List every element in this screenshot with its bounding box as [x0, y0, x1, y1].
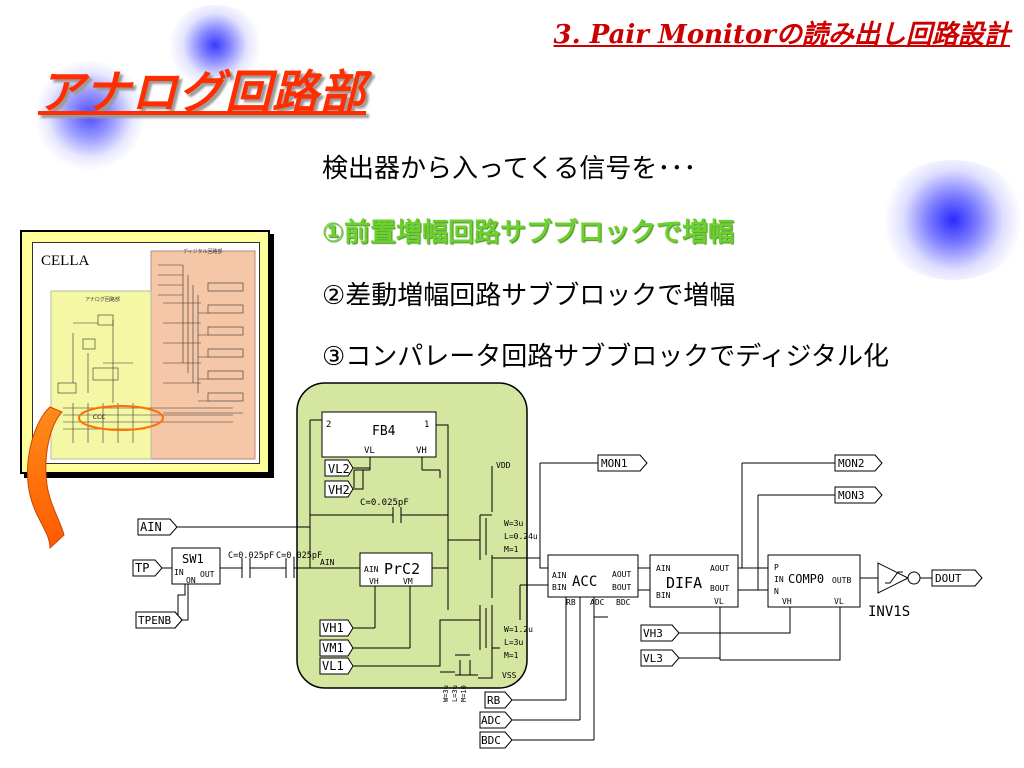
- cap-in1-label: C=0.025pF: [228, 551, 274, 561]
- nmos-m: M=1: [504, 651, 519, 660]
- inv1s-label: INV1S: [868, 604, 910, 620]
- small-l: L=3u: [451, 685, 459, 702]
- pmos-w: W=3u: [504, 519, 523, 528]
- sw1-in: IN: [174, 568, 184, 577]
- zoom-arrow-icon: [27, 406, 65, 550]
- vss-label: VSS: [502, 671, 517, 680]
- port-mon3: MON3: [838, 489, 865, 502]
- port-mon1: MON1: [601, 457, 628, 470]
- sw1-block: [171, 547, 221, 585]
- port-tpenb: TPENB: [138, 614, 171, 627]
- sw1-on: ON: [186, 576, 196, 585]
- cap-in2-label: C=0.025pF: [276, 551, 322, 561]
- acc-block: [547, 554, 639, 598]
- bullet-diffamp: ②差動増幅回路サブブロックで増幅: [322, 281, 736, 311]
- acc-rb: RB: [566, 598, 576, 607]
- section-header: 3. Pair Monitorの読み出し回路設計: [553, 20, 1010, 50]
- difa-block: [649, 554, 739, 608]
- cap-fb-label: C=0.025pF: [360, 498, 409, 508]
- port-tp: TP: [135, 561, 149, 575]
- prc2-ain: AIN: [364, 565, 379, 574]
- cella-label: CELLA: [41, 253, 90, 269]
- port-vh3: VH3: [643, 627, 663, 640]
- port-vl2: VL2: [328, 462, 350, 476]
- comp0-outb: OUTB: [832, 576, 851, 585]
- port-vl3: VL3: [643, 652, 663, 665]
- port-rb: RB: [487, 694, 501, 707]
- fb4-vl: VL: [364, 446, 375, 456]
- comp0-in: IN: [774, 575, 784, 584]
- comp0-p: P: [774, 563, 779, 572]
- difa-vl: VL: [714, 597, 724, 606]
- port-ain: AIN: [140, 520, 162, 534]
- port-dout: DOUT: [935, 572, 962, 585]
- difa-label: DIFA: [666, 574, 702, 592]
- acc-bout: BOUT: [612, 583, 631, 592]
- difa-ain: AIN: [656, 564, 671, 573]
- bullet-preamp: ①前置増幅回路サブブロックで増幅: [322, 218, 735, 248]
- chip-layout-drawing: ディジタル回路部 アナログ回路部 CCC: [50, 248, 256, 460]
- highlight-ellipse: [78, 405, 164, 431]
- comp0-block: [767, 554, 861, 608]
- bullet-comparator: ③コンパレータ回路サブブロックでディジタル化: [322, 342, 889, 372]
- difa-bout: BOUT: [710, 584, 729, 593]
- nmos-w: W=1.2u: [504, 625, 533, 634]
- small-w: W=3u: [442, 685, 450, 702]
- digital-title: ディジタル回路部: [183, 248, 223, 255]
- vdd-label: VDD: [496, 461, 511, 470]
- port-vl1: VL1: [322, 659, 344, 673]
- preamp-panel: [296, 382, 528, 689]
- acc-adc: ADC: [590, 598, 605, 607]
- port-bdc: BDC: [481, 734, 501, 747]
- port-mon2: MON2: [838, 457, 865, 470]
- comp0-label: COMP0: [788, 572, 824, 586]
- fb4-pin-1: 1: [424, 420, 429, 430]
- port-vm1: VM1: [322, 641, 344, 655]
- chip-layout-thumbnail: ディジタル回路部 アナログ回路部 CCC CELLA: [20, 230, 270, 474]
- slide-title: アナログ回路部: [38, 65, 367, 119]
- pmos-l: L=0.24u: [504, 532, 538, 541]
- acc-aout: AOUT: [612, 570, 631, 579]
- comp0-vh: VH: [782, 597, 792, 606]
- sw1-out: OUT: [200, 570, 215, 579]
- acc-ain: AIN: [552, 571, 567, 580]
- fb4-vh: VH: [416, 446, 427, 456]
- comp0-n: N: [774, 587, 779, 596]
- port-vh2: VH2: [328, 483, 350, 497]
- prc2-block: [359, 552, 433, 587]
- small-m: M=10: [460, 685, 468, 702]
- prc2-vh: VH: [369, 577, 379, 586]
- acc-bdc: BDC: [616, 598, 631, 607]
- nmos-l: L=3u: [504, 638, 523, 647]
- port-vh1: VH1: [322, 621, 344, 635]
- chip-layout-image: ディジタル回路部 アナログ回路部 CCC CELLA: [32, 242, 260, 464]
- fb4-block: [321, 411, 437, 458]
- acc-bin: BIN: [552, 583, 567, 592]
- intro-text: 検出器から入ってくる信号を･･･: [322, 154, 697, 184]
- acc-label: ACC: [572, 574, 597, 590]
- difa-bin: BIN: [656, 591, 671, 600]
- difa-aout: AOUT: [710, 564, 729, 573]
- ain-net-label: AIN: [320, 558, 335, 567]
- fb4-pin-2: 2: [326, 420, 331, 430]
- prc2-label: PrC2: [384, 560, 420, 578]
- port-adc: ADC: [481, 714, 501, 727]
- pmos-m: M=1: [504, 545, 519, 554]
- analog-title: アナログ回路部: [85, 296, 120, 303]
- fb4-label: FB4: [372, 424, 396, 439]
- prc2-vm: VM: [403, 577, 413, 586]
- comp0-vl: VL: [834, 597, 844, 606]
- sw1-label: SW1: [182, 552, 204, 566]
- layout-small-label: CCC: [93, 414, 106, 421]
